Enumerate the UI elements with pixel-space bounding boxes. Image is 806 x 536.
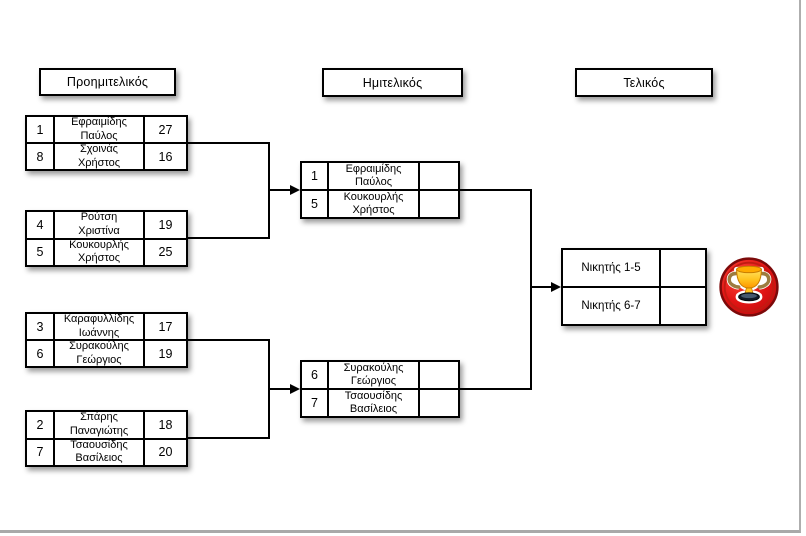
match-box-qf1: 1 Εφραιμίδης Παύλος 27 8 Σχοινάς Χρήστος…	[25, 115, 188, 171]
score-cell: 25	[143, 239, 186, 265]
player-name: Εφραιμίδης Παύλος	[345, 162, 402, 188]
score-cell: 19	[143, 212, 186, 238]
seed-cell: 8	[27, 144, 55, 169]
match-box-sf2: 6 Συρακούλης Γεώργιος 7 Τσαουσίδης Βασίλ…	[300, 360, 460, 418]
player-name: Νικητής 1-5	[581, 261, 641, 274]
match-row: 7 Τσαουσίδης Βασίλειος 20	[27, 438, 186, 465]
round-header-quarterfinal: Προημιτελικός	[39, 68, 176, 96]
player-name: Νικητής 6-7	[581, 299, 641, 312]
player-name: Τσαουσίδης Βασίλειος	[70, 438, 128, 465]
match-row: 6 Συρακούλης Γεώργιος	[302, 362, 458, 390]
round-header-final: Τελικός	[575, 68, 713, 97]
trophy-icon	[719, 257, 779, 317]
arrowhead-icon	[290, 185, 300, 195]
match-row: 6 Συρακούλης Γεώργιος 19	[27, 340, 186, 366]
connector-line	[188, 142, 270, 144]
score-cell: 20	[143, 439, 186, 465]
match-row: 1 Εφραιμίδης Παύλος 27	[27, 116, 186, 144]
player-name: Εφραιμίδης Παύλος	[71, 116, 127, 142]
seed-cell: 7	[302, 390, 329, 416]
connector-line	[530, 286, 553, 288]
player-name: Καραφυλλίδης Ιωάννης	[63, 313, 135, 339]
round-header-semifinal: Ημιτελικός	[322, 68, 463, 97]
score-cell: 16	[143, 144, 186, 169]
connector-line	[268, 189, 292, 191]
match-row: 5 Κουκουρλής Χρήστος 25	[27, 238, 186, 265]
match-row: 8 Σχοινάς Χρήστος 16	[27, 143, 186, 169]
match-row: Νικητής 6-7	[563, 288, 705, 324]
seed-cell: 2	[27, 412, 55, 438]
score-cell	[659, 250, 705, 286]
player-name: Κουκουρλής Χρήστος	[343, 190, 404, 216]
seed-cell: 1	[27, 117, 55, 142]
match-row: 1 Εφραιμίδης Παύλος	[302, 163, 458, 191]
match-box-sf1: 1 Εφραιμίδης Παύλος 5 Κουκουρλής Χρήστος	[300, 161, 460, 219]
player-name: Σπάρης Παναγιώτης	[69, 411, 129, 437]
score-cell: 18	[143, 412, 186, 438]
player-name: Συρακούλης Γεώργιος	[343, 361, 404, 387]
connector-line	[188, 437, 270, 439]
connector-line	[268, 388, 292, 390]
score-cell	[418, 390, 458, 416]
seed-cell: 4	[27, 212, 55, 238]
match-row: 7 Τσαουσίδης Βασίλειος	[302, 390, 458, 416]
player-name: Συρακούλης Γεώργιος	[69, 340, 129, 366]
seed-cell: 7	[27, 439, 55, 465]
player-name: Ρούτση Χριστίνα	[78, 211, 120, 237]
score-cell	[418, 191, 458, 217]
match-row: 4 Ρούτση Χριστίνα 19	[27, 211, 186, 240]
seed-cell: 1	[302, 163, 329, 189]
seed-cell: 3	[27, 314, 55, 339]
player-name: Τσαουσίδης Βασίλειος	[344, 389, 403, 415]
match-box-qf3: 3 Καραφυλλίδης Ιωάννης 17 6 Συρακούλης Γ…	[25, 312, 188, 368]
match-row: Νικητής 1-5	[563, 250, 705, 288]
score-cell: 19	[143, 341, 186, 366]
score-cell	[418, 362, 458, 388]
seed-cell: 5	[302, 191, 329, 217]
match-row: 2 Σπάρης Παναγιώτης 18	[27, 411, 186, 440]
score-cell	[418, 163, 458, 189]
arrowhead-icon	[551, 282, 561, 292]
connector-line	[460, 189, 532, 191]
connector-line	[460, 388, 532, 390]
match-box-final: Νικητής 1-5 Νικητής 6-7	[561, 248, 707, 326]
connector-line	[188, 237, 270, 239]
match-box-qf2: 4 Ρούτση Χριστίνα 19 5 Κουκουρλής Χρήστο…	[25, 210, 188, 267]
player-name: Κουκουρλής Χρήστος	[69, 238, 129, 265]
match-row: 5 Κουκουρλής Χρήστος	[302, 191, 458, 217]
connector-line	[530, 189, 532, 390]
match-box-qf4: 2 Σπάρης Παναγιώτης 18 7 Τσαουσίδης Βασί…	[25, 410, 188, 467]
score-cell: 27	[143, 117, 186, 142]
seed-cell: 6	[27, 341, 55, 366]
score-cell: 17	[143, 314, 186, 339]
seed-cell: 5	[27, 239, 55, 265]
player-name: Σχοινάς Χρήστος	[77, 143, 121, 169]
seed-cell: 6	[302, 362, 329, 388]
arrowhead-icon	[290, 384, 300, 394]
connector-line	[188, 339, 270, 341]
match-row: 3 Καραφυλλίδης Ιωάννης 17	[27, 313, 186, 341]
score-cell	[659, 288, 705, 324]
